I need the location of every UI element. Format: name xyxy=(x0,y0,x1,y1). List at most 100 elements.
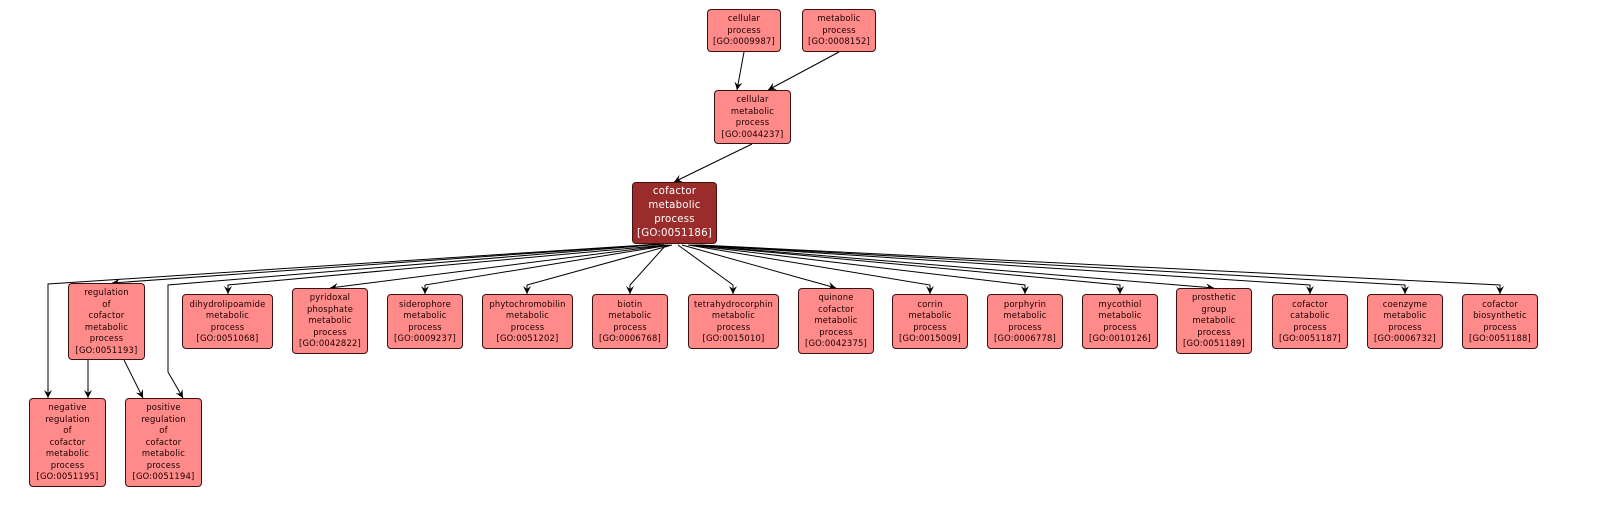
go-node-label-line: negative xyxy=(48,402,87,413)
go-edge-arrow xyxy=(767,51,840,91)
go-node-label-line: process xyxy=(613,321,647,332)
go-edge-arrow xyxy=(681,244,837,290)
go-node-label-line: metabolic xyxy=(608,310,652,320)
go-node-id: [GO:0051068] xyxy=(196,333,259,343)
go-node-id: [GO:0051189] xyxy=(1183,338,1245,349)
go-node-id: [GO:0006778] xyxy=(994,333,1056,343)
go-edge-arrow xyxy=(421,244,671,294)
go-node-label-line: corrin xyxy=(917,298,943,309)
go-node-label-line: metabolic xyxy=(1192,315,1236,326)
go-node-id: [GO:0051186] xyxy=(637,228,712,239)
go-node-id: [GO:0015010] xyxy=(702,333,765,343)
go-edge-arrow xyxy=(734,51,745,91)
go-node-id: [GO:0051188] xyxy=(1469,333,1531,343)
go-edge-arrow xyxy=(167,243,665,399)
go-node-label-line: metabolic xyxy=(1003,310,1047,320)
go-node-id: [GO:0042375] xyxy=(805,338,867,349)
go-node-label-line: process xyxy=(146,459,181,470)
go-edge-arrow xyxy=(699,244,1504,294)
go-node-label-line: phytochromobilin xyxy=(489,298,566,309)
go-node-label-line: cofactor xyxy=(652,186,697,197)
go-node-label-line: positive xyxy=(146,402,181,413)
go-node-label-line: metabolic xyxy=(84,321,129,332)
go-node-label-line: dihydrolipoamide xyxy=(189,298,266,309)
go-node-label-line: regulation xyxy=(45,413,90,424)
go-edge-arrow xyxy=(691,244,1124,294)
go-node-id: [GO:0051194] xyxy=(132,471,195,482)
go-node-id: [GO:0042822] xyxy=(299,338,361,349)
go-node-label-line: metabolic xyxy=(45,448,90,459)
go-node-label-line: biosynthetic xyxy=(1473,310,1527,320)
go-node-label-line: phosphate xyxy=(306,303,354,314)
go-node-label-line: process xyxy=(89,333,124,343)
go-node-label-line: process xyxy=(822,24,856,35)
go-node-label-line: metabolic xyxy=(1098,310,1142,320)
go-edge-arrow xyxy=(697,244,1409,294)
go-node-id: [GO:0044237] xyxy=(721,128,784,139)
go-edge-arrow xyxy=(695,244,1314,294)
go-node-label-line: process xyxy=(654,214,695,225)
go-node-label-line: process xyxy=(408,321,442,332)
go-node-label-line: regulation xyxy=(84,287,129,297)
go-node-label-line: process xyxy=(913,321,947,332)
go-node-label-line: cofactor xyxy=(49,436,86,447)
go-node-label-line: process xyxy=(1197,326,1231,337)
go-node-id: [GO:0008152] xyxy=(808,36,870,47)
go-node-label-line: siderophore xyxy=(399,298,451,309)
go-node-label-line: quinone xyxy=(818,292,854,303)
go-node-label-line: pyridoxal xyxy=(309,292,351,303)
go-node-label-line: metabolic xyxy=(205,310,250,320)
go-node-label-line: process xyxy=(1008,321,1042,332)
go-node-id: [GO:0009237] xyxy=(394,333,456,343)
go-node-label-line: biotin xyxy=(617,298,643,309)
go-node-label-line: process xyxy=(210,321,245,332)
go-node-id: [GO:0051193] xyxy=(75,344,138,355)
go-node-label-line: cofactor xyxy=(1292,298,1328,309)
go-edge-arrow xyxy=(329,244,669,291)
go-node-label-line: process xyxy=(510,321,545,332)
go-node-id: [GO:0010126] xyxy=(1089,333,1151,343)
go-node-label-line: process xyxy=(1103,321,1137,332)
go-node-label-line: metabolic xyxy=(730,105,775,116)
go-node-id: [GO:0051195] xyxy=(36,471,99,482)
go-edge-arrow xyxy=(123,359,144,399)
go-node-label-line: cofactor xyxy=(88,310,125,320)
go-edge-arrow xyxy=(693,244,1215,292)
go-node-label-line: process xyxy=(735,117,770,127)
go-node-label-line: process xyxy=(819,326,853,337)
go-node-label-line: process xyxy=(1293,321,1327,332)
go-edge-arrow xyxy=(44,243,661,398)
go-node-label-line: catabolic xyxy=(1290,310,1330,320)
go-node-label-line: regulation xyxy=(141,413,186,424)
go-node-label-line: process xyxy=(313,326,347,337)
go-edge-arrow xyxy=(677,244,737,294)
go-node-label-line: cofactor xyxy=(818,303,854,314)
go-node-label-line: of xyxy=(159,425,168,436)
go-node-id: [GO:0051202] xyxy=(496,333,559,343)
go-edge-arrow xyxy=(111,243,663,287)
go-edge-arrow xyxy=(224,244,667,294)
go-node-label-line: cellular xyxy=(736,94,769,104)
go-node-label-line: metabolic xyxy=(403,310,447,320)
